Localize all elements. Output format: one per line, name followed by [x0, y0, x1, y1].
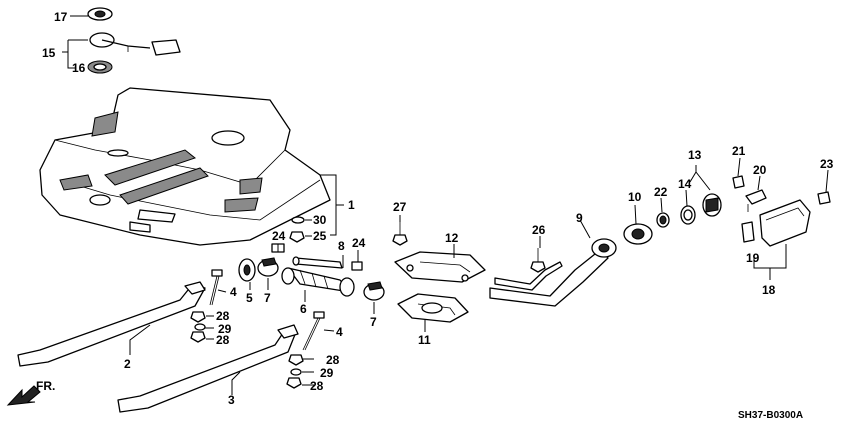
ring-22	[656, 212, 670, 228]
filler-cap-seal-14	[680, 205, 696, 225]
callout-28-d: 28	[310, 379, 324, 393]
bolt-27	[392, 222, 408, 246]
filler-pipe-shield-lower	[397, 293, 469, 323]
callout-2: 2	[124, 357, 131, 371]
callout-7-left: 7	[264, 291, 271, 305]
callout-23: 23	[820, 157, 834, 171]
callout-17: 17	[54, 10, 68, 24]
nut-washer-set-right	[286, 354, 304, 389]
filler-hose	[281, 267, 355, 297]
callout-18: 18	[762, 283, 776, 297]
callout-6: 6	[300, 302, 307, 316]
callout-28-a: 28	[216, 309, 230, 323]
callout-14: 14	[678, 177, 692, 191]
callout-27: 27	[393, 200, 407, 214]
callout-21: 21	[732, 144, 746, 158]
clip-24-right	[351, 261, 363, 271]
callout-1: 1	[348, 198, 355, 212]
filler-neck-gasket-10	[623, 223, 653, 245]
callout-22: 22	[654, 185, 668, 199]
callout-28-b: 28	[216, 333, 230, 347]
strap-bolt-right	[302, 311, 325, 351]
callout-10: 10	[628, 190, 642, 204]
callout-12: 12	[445, 231, 459, 245]
callout-25: 25	[313, 229, 327, 243]
fuel-tank-strap-front	[17, 281, 206, 367]
callout-13: 13	[688, 148, 702, 162]
callout-30: 30	[313, 213, 327, 227]
direction-label: FR.	[36, 379, 55, 393]
fuel-lid-hinge-20	[745, 189, 767, 212]
hose-clamp-left	[257, 257, 279, 277]
breather-hose	[292, 256, 343, 269]
bolt-26	[530, 248, 546, 273]
callout-9: 9	[576, 211, 583, 225]
fuel-tank-strap-rear	[117, 324, 299, 413]
callout-24-left: 24	[272, 229, 286, 243]
callout-19: 19	[746, 251, 760, 265]
fuel-filler-cap-13	[702, 193, 722, 217]
fuel-filler-pipe	[489, 238, 617, 307]
nut-washer-set-left	[190, 311, 206, 343]
callout-24-right: 24	[352, 236, 366, 250]
callout-4-left: 4	[230, 285, 237, 299]
callout-8: 8	[338, 239, 345, 253]
callout-labels: 17 15 16 1 30 25 24 24 8 27 12 9 26 10 2…	[36, 10, 834, 421]
fuel-lid-18	[759, 199, 811, 247]
fuel-tank	[39, 87, 331, 246]
callout-4-right: 4	[336, 325, 343, 339]
front-direction-arrow	[6, 385, 41, 406]
callout-29-a: 29	[218, 322, 232, 336]
clip-23	[817, 191, 831, 205]
callout-7-right: 7	[370, 315, 377, 329]
callout-11: 11	[418, 333, 431, 347]
callout-5: 5	[246, 291, 253, 305]
bolt-25-and-washer-30	[289, 216, 305, 243]
callout-3: 3	[228, 393, 235, 407]
callout-28-c: 28	[326, 353, 340, 367]
hose-clamp-right	[363, 281, 385, 301]
diagram-code: SH37-B0300A	[738, 410, 803, 421]
fuel-lid-spring-19	[741, 221, 755, 243]
callout-15: 15	[42, 46, 56, 60]
filler-neck-seal	[238, 258, 256, 282]
callout-26: 26	[532, 223, 546, 237]
callout-29-b: 29	[320, 366, 334, 380]
callout-16: 16	[72, 61, 86, 75]
callout-20: 20	[753, 163, 767, 177]
strap-bolt-left	[209, 269, 223, 306]
fuel-sending-unit	[87, 7, 181, 74]
filler-pipe-shield-upper	[394, 251, 486, 283]
clip-21	[732, 175, 745, 189]
leader-lines	[62, 15, 829, 395]
